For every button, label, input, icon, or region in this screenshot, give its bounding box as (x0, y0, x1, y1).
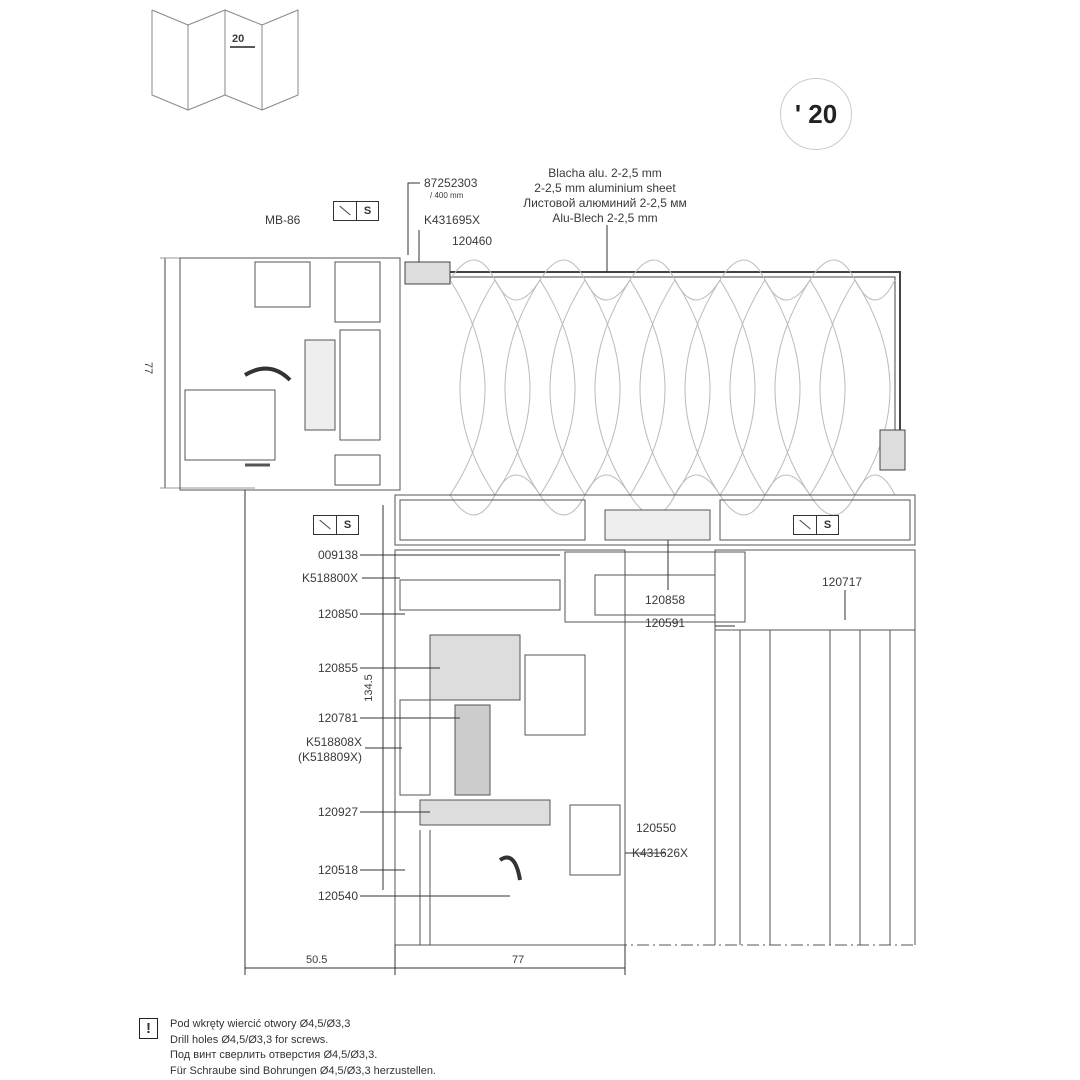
label-k518800x: K518800X (301, 571, 358, 585)
screw-icon (334, 202, 357, 220)
label-k431626x: K431626X (632, 846, 689, 860)
label-120855: 120855 (317, 661, 358, 675)
fold-number: 20 (232, 33, 245, 45)
dim-77-horizontal: 77 (512, 954, 525, 966)
label-120460: 120460 (452, 234, 493, 248)
folding-door-icon (151, 9, 299, 111)
screw-icon (314, 516, 337, 534)
label-87252303: 87252303 (424, 176, 478, 190)
lower-frame-profile (394, 549, 626, 946)
label-120550: 120550 (636, 821, 677, 835)
screw-symbol: S (793, 515, 839, 535)
label-k518808x: K518808X (305, 735, 362, 749)
label-k518809x: (K518809X) (297, 750, 362, 764)
dim-134-5: 134.5 (362, 674, 375, 702)
label-mb86: MB-86 (265, 213, 301, 227)
transom-profile (394, 494, 916, 623)
label-400mm: / 400 mm (430, 191, 464, 200)
dim-77-vertical: 77 (142, 361, 155, 375)
label-120927: 120927 (317, 805, 358, 819)
insulation-panel (404, 259, 906, 516)
sheet-note-de: Alu-Blech 2-2,5 mm (552, 211, 658, 225)
label-k431695x: K431695X (424, 213, 481, 227)
warning-exclamation-icon: ! (139, 1018, 158, 1039)
label-120717: 120717 (822, 575, 863, 589)
label-120540: 120540 (317, 889, 358, 903)
dimension-77-vertical (160, 257, 255, 489)
label-009138: 009138 (317, 548, 358, 562)
screw-icon (794, 516, 817, 534)
left-frame-profile (179, 257, 401, 491)
dim-50-5: 50.5 (306, 954, 328, 966)
label-120781: 120781 (317, 711, 358, 725)
note-line-ru: Под винт сверлить отверстия Ø4,5/Ø3,3. (170, 1049, 378, 1061)
label-120850: 120850 (317, 607, 358, 621)
label-120591: 120591 (645, 616, 686, 630)
note-line-de: Für Schraube sind Bohrungen Ø4,5/Ø3,3 he… (170, 1065, 436, 1077)
dimension-lines (244, 490, 626, 975)
section-badge: ' 20 (780, 78, 852, 150)
right-mullion-profile (395, 549, 916, 946)
label-120518: 120518 (317, 863, 358, 877)
screw-symbol: S (313, 515, 359, 535)
note-line-pl: Pod wkręty wiercić otwory Ø4,5/Ø3,3 (170, 1018, 351, 1030)
sheet-note-en: 2-2,5 mm aluminium sheet (534, 181, 676, 195)
sheet-note-pl: Blacha alu. 2-2,5 mm (548, 166, 662, 180)
screw-symbol: S (333, 201, 379, 221)
label-120858: 120858 (645, 593, 686, 607)
note-line-en: Drill holes Ø4,5/Ø3,3 for screws. (170, 1034, 329, 1046)
sheet-note-ru: Листовой алюминий 2-2,5 мм (523, 196, 687, 210)
